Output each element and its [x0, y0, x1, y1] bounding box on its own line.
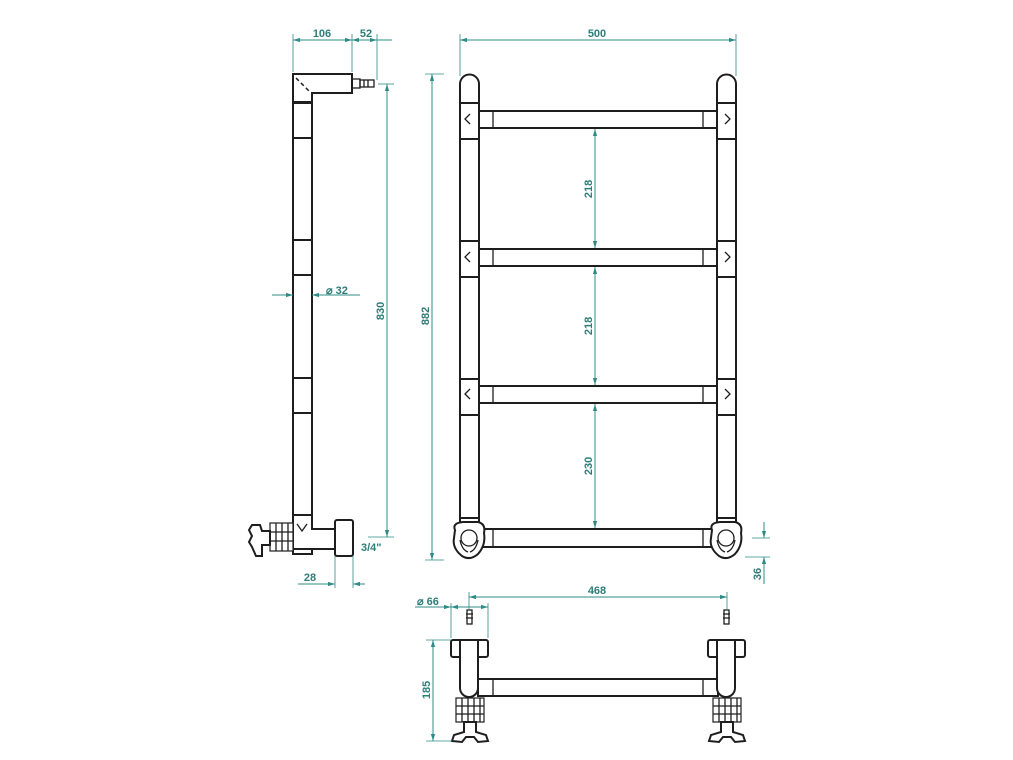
side-valve-stem-top	[351, 78, 375, 89]
side-bottom-elbow	[292, 514, 336, 550]
side-vertical-tube	[292, 73, 313, 555]
bottom-rail	[477, 678, 719, 697]
bottom-view: 468 ⌀ 66 185	[415, 585, 747, 744]
bottom-left-assembly	[450, 609, 490, 744]
dim-side-connection: 3/4"	[361, 542, 382, 554]
front-right-post	[716, 73, 737, 529]
bottom-right-assembly	[707, 609, 747, 744]
side-view: 106 52 ⌀ 32 830 3/4" 28	[247, 28, 394, 588]
front-left-post	[459, 73, 480, 529]
dim-bottom-centers: 468	[588, 585, 606, 597]
dim-side-bottom-offset: 28	[304, 572, 316, 584]
front-post-segments	[460, 102, 736, 519]
dim-front-total-height: 882	[420, 307, 432, 325]
front-valve-left	[452, 521, 486, 560]
dim-front-bottom-rail: 36	[752, 568, 764, 580]
dim-side-height: 830	[375, 302, 387, 320]
dim-front-gap-top: 218	[583, 180, 595, 198]
side-valve-cap	[269, 522, 294, 552]
dim-bottom-height: 185	[421, 681, 433, 699]
dim-front-gap-middle: 218	[583, 317, 595, 335]
side-top-arm	[292, 73, 353, 104]
side-valve-handle	[247, 524, 271, 557]
side-wall-flange	[334, 519, 354, 557]
dim-front-gap-bottom: 230	[583, 457, 595, 475]
dim-bottom-flange-diameter: ⌀ 66	[417, 596, 439, 608]
dim-side-tube-diameter: ⌀ 32	[326, 285, 348, 297]
front-valve-right	[709, 521, 743, 560]
front-rails	[478, 110, 718, 548]
front-view: 500 882 218 218 230 36	[420, 28, 770, 584]
front-joint-marks	[464, 113, 731, 400]
dim-front-width: 500	[588, 28, 606, 40]
dim-side-valve-offset: 52	[360, 28, 372, 40]
front-panels	[479, 127, 717, 404]
dim-side-depth: 106	[313, 28, 331, 40]
